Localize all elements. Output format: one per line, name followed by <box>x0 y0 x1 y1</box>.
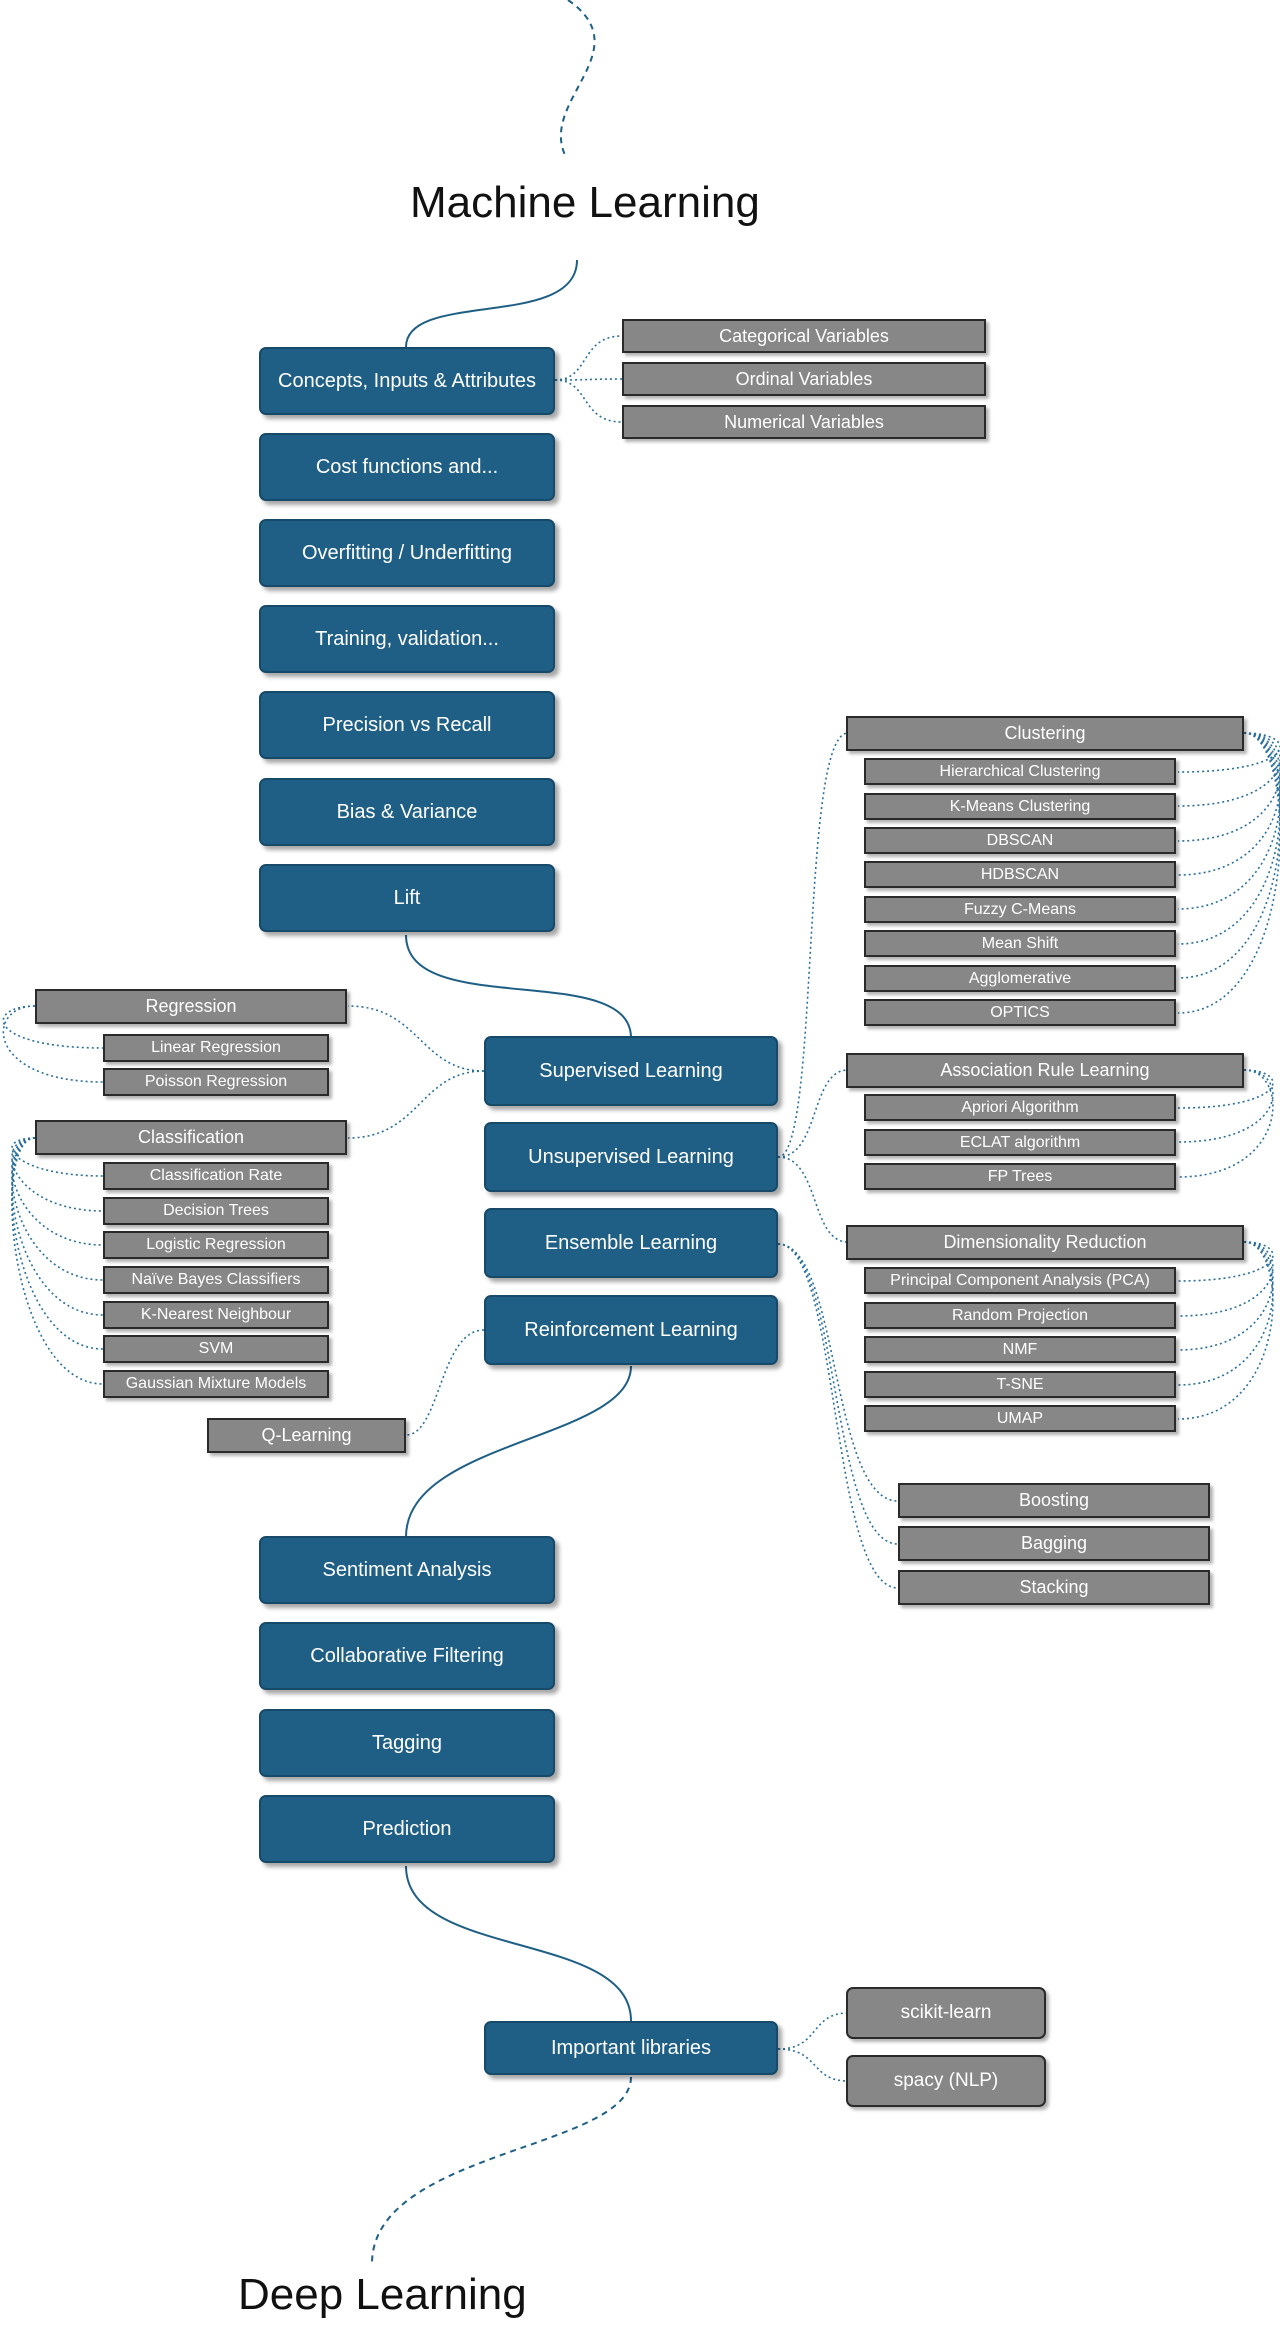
node-classification-rate[interactable]: Classification Rate <box>103 1162 329 1190</box>
node-clustering[interactable]: Clustering <box>846 716 1244 751</box>
node-dbscan[interactable]: DBSCAN <box>864 827 1176 854</box>
node-dimensionality-reduction[interactable]: Dimensionality Reduction <box>846 1225 1244 1260</box>
node-precision-recall[interactable]: Precision vs Recall <box>259 691 555 759</box>
node-umap[interactable]: UMAP <box>864 1405 1176 1432</box>
node-regression[interactable]: Regression <box>35 989 347 1024</box>
link-title-concepts <box>405 259 578 348</box>
node-pca[interactable]: Principal Component Analysis (PCA) <box>864 1267 1176 1294</box>
node-decision-trees[interactable]: Decision Trees <box>103 1197 329 1225</box>
title-deep-learning: Deep Learning <box>238 2270 527 2319</box>
node-ensemble-learning[interactable]: Ensemble Learning <box>484 1208 778 1278</box>
node-svm[interactable]: SVM <box>103 1335 329 1363</box>
node-cost-functions[interactable]: Cost functions and... <box>259 433 555 501</box>
node-mean-shift[interactable]: Mean Shift <box>864 930 1176 957</box>
node-bias-variance[interactable]: Bias & Variance <box>259 778 555 846</box>
node-supervised-learning[interactable]: Supervised Learning <box>484 1036 778 1106</box>
node-k-nearest-neighbour[interactable]: K-Nearest Neighbour <box>103 1301 329 1329</box>
node-fuzzy-c-means[interactable]: Fuzzy C-Means <box>864 896 1176 923</box>
node-nmf[interactable]: NMF <box>864 1336 1176 1363</box>
node-categorical-variables[interactable]: Categorical Variables <box>622 319 986 353</box>
link-reinforcement-apps <box>405 1365 632 1538</box>
node-logistic-regression[interactable]: Logistic Regression <box>103 1231 329 1259</box>
node-sentiment-analysis[interactable]: Sentiment Analysis <box>259 1536 555 1604</box>
node-collaborative-filtering[interactable]: Collaborative Filtering <box>259 1622 555 1690</box>
node-boosting[interactable]: Boosting <box>898 1483 1210 1518</box>
node-tagging[interactable]: Tagging <box>259 1709 555 1777</box>
node-random-projection[interactable]: Random Projection <box>864 1302 1176 1329</box>
node-training-validation[interactable]: Training, validation... <box>259 605 555 673</box>
node-spacy-nlp[interactable]: spacy (NLP) <box>846 2055 1046 2107</box>
node-association-rule-learning[interactable]: Association Rule Learning <box>846 1053 1244 1088</box>
node-numerical-variables[interactable]: Numerical Variables <box>622 405 986 439</box>
node-apriori-algorithm[interactable]: Apriori Algorithm <box>864 1094 1176 1121</box>
node-important-libraries[interactable]: Important libraries <box>484 2021 778 2075</box>
node-t-sne[interactable]: T-SNE <box>864 1371 1176 1398</box>
node-bagging[interactable]: Bagging <box>898 1526 1210 1561</box>
node-optics[interactable]: OPTICS <box>864 999 1176 1026</box>
title-machine-learning: Machine Learning <box>410 178 760 227</box>
node-hdbscan[interactable]: HDBSCAN <box>864 861 1176 888</box>
link-top-in <box>559 0 596 156</box>
node-concepts[interactable]: Concepts, Inputs & Attributes <box>259 347 555 415</box>
node-lift[interactable]: Lift <box>259 864 555 932</box>
node-agglomerative[interactable]: Agglomerative <box>864 965 1176 992</box>
node-hierarchical-clustering[interactable]: Hierarchical Clustering <box>864 758 1176 785</box>
node-classification[interactable]: Classification <box>35 1120 347 1155</box>
node-poisson-regression[interactable]: Poisson Regression <box>103 1068 329 1096</box>
node-gaussian-mixture-models[interactable]: Gaussian Mixture Models <box>103 1370 329 1398</box>
link-libs-out <box>370 2076 632 2266</box>
node-reinforcement-learning[interactable]: Reinforcement Learning <box>484 1295 778 1365</box>
node-ordinal-variables[interactable]: Ordinal Variables <box>622 362 986 396</box>
node-naive-bayes[interactable]: Naïve Bayes Classifiers <box>103 1266 329 1294</box>
node-unsupervised-learning[interactable]: Unsupervised Learning <box>484 1122 778 1192</box>
node-eclat-algorithm[interactable]: ECLAT algorithm <box>864 1129 1176 1156</box>
node-overfitting[interactable]: Overfitting / Underfitting <box>259 519 555 587</box>
node-linear-regression[interactable]: Linear Regression <box>103 1034 329 1062</box>
link-prediction-libs <box>405 1865 632 2022</box>
node-scikit-learn[interactable]: scikit-learn <box>846 1987 1046 2039</box>
node-k-means-clustering[interactable]: K-Means Clustering <box>864 793 1176 820</box>
node-fp-trees[interactable]: FP Trees <box>864 1163 1176 1190</box>
link-lift-supervised <box>405 934 632 1039</box>
node-q-learning[interactable]: Q-Learning <box>207 1418 406 1453</box>
node-prediction[interactable]: Prediction <box>259 1795 555 1863</box>
node-stacking[interactable]: Stacking <box>898 1570 1210 1605</box>
